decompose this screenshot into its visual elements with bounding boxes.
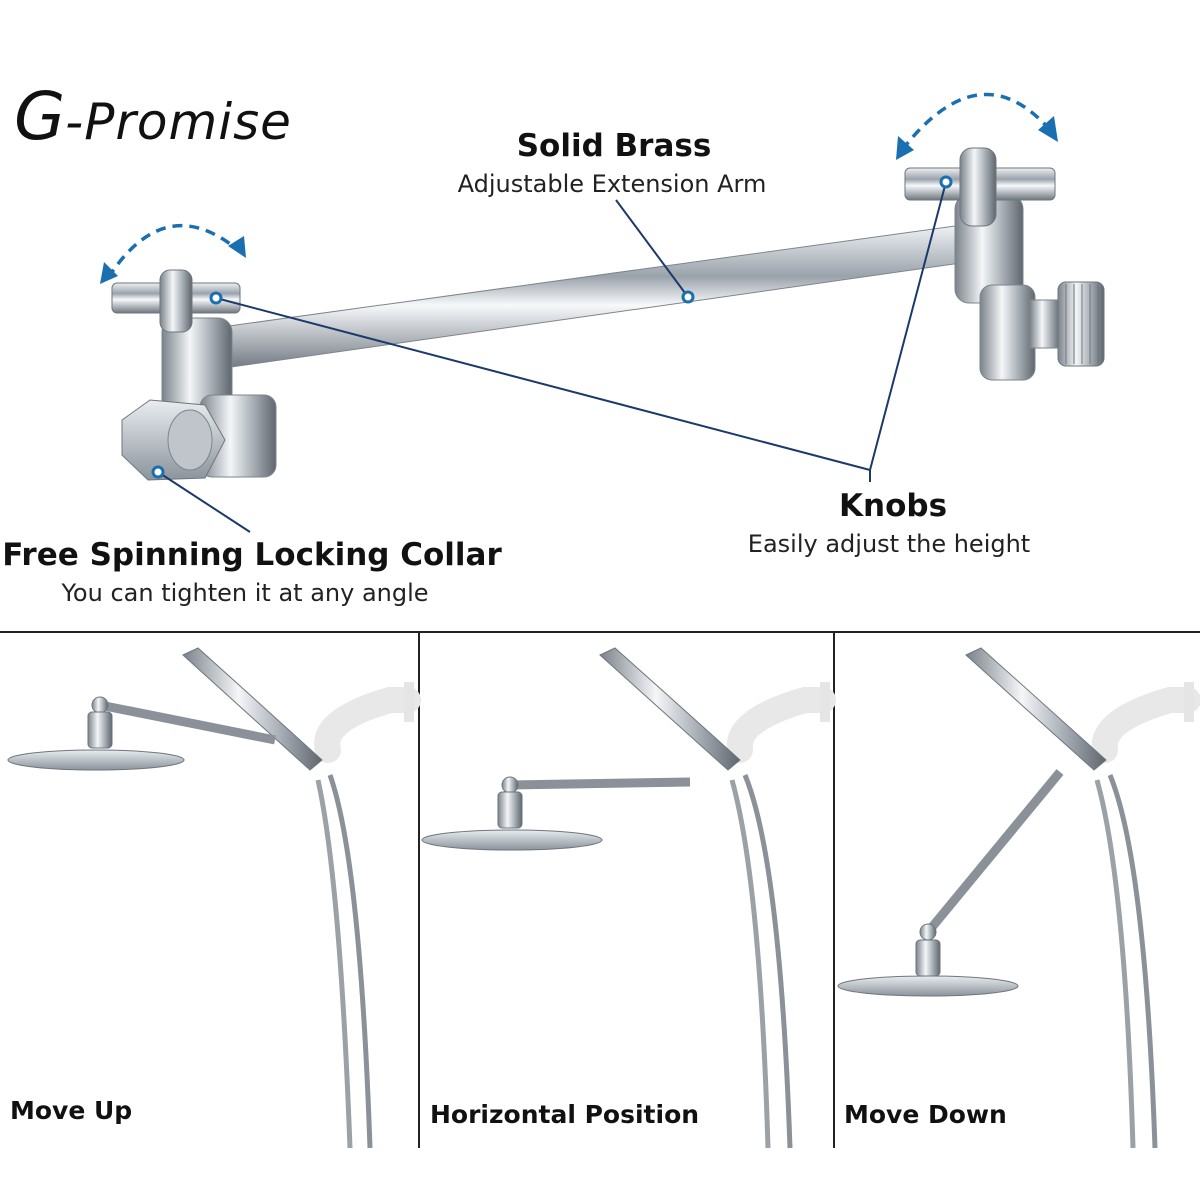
caption-horizontal-position: Horizontal Position [430, 1100, 700, 1129]
collar-callout-subtitle: You can tighten it at any angle [61, 579, 429, 607]
panel-horizontal-illustration [421, 647, 836, 1149]
knobs-callout-title: Knobs [838, 488, 948, 524]
brand-letter: G [14, 78, 66, 155]
arm-callout-title: Solid Brass [516, 128, 712, 164]
left-rotation-arrow [106, 224, 240, 279]
caption-move-down: Move Down [844, 1100, 1007, 1129]
brand-logo: G-Promise [14, 78, 292, 155]
callout-lines [157, 181, 947, 533]
caption-move-up: Move Up [10, 1096, 133, 1125]
arm-bar [199, 225, 969, 371]
collar-callout-title: Free Spinning Locking Collar [2, 537, 502, 573]
arm-callout-subtitle: Adjustable Extension Arm [457, 170, 767, 198]
extension-arm-illustration [100, 92, 1105, 533]
panel-dividers [0, 631, 1200, 1148]
threaded-outlet [1029, 281, 1105, 367]
right-rotation-arrow [900, 92, 1052, 152]
panel-move-down-illustration [837, 647, 1200, 1149]
knobs-callout-subtitle: Easily adjust the height [747, 530, 1031, 558]
brand-name: -Promise [65, 93, 292, 151]
panel-move-up-illustration [7, 647, 421, 1149]
